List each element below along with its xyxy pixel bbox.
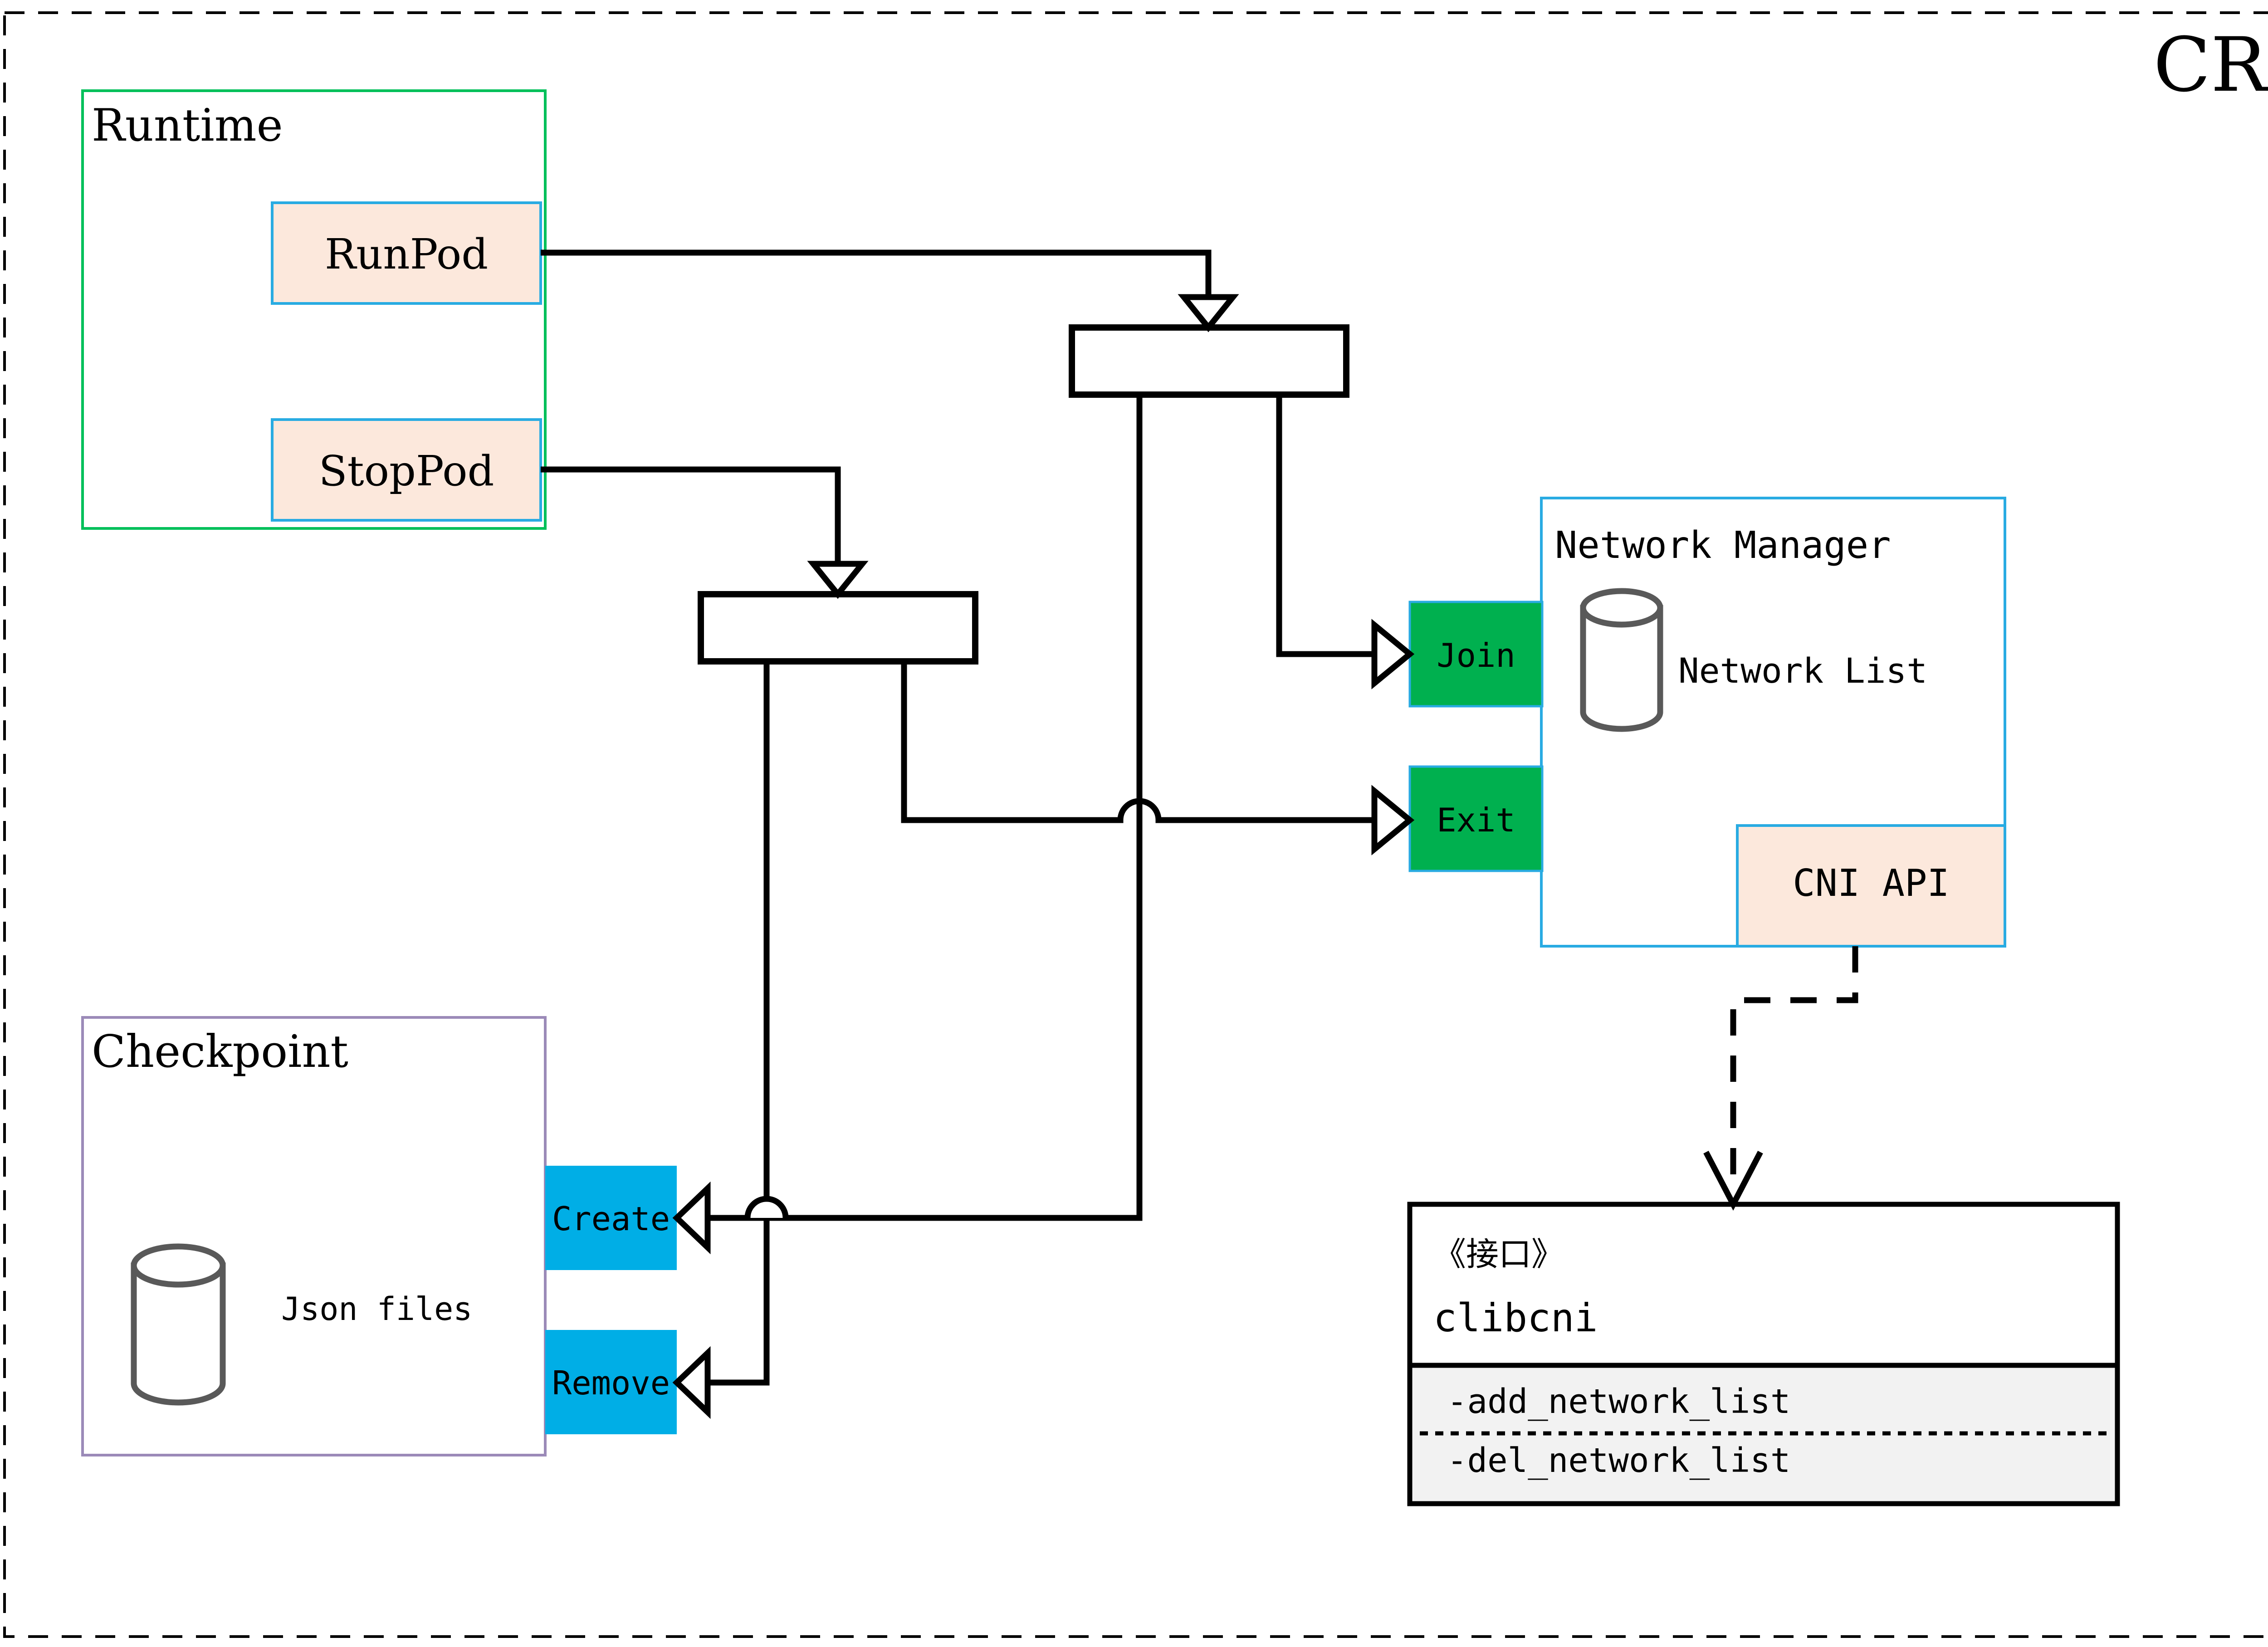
op-create[interactable]: [545, 1166, 677, 1270]
edge-fork-upper-left-to-create: [708, 395, 1143, 1221]
arrowhead-stoppod-fork: [807, 561, 869, 599]
arrowhead-clibcni: [1703, 1150, 1763, 1211]
fork-bar-lower: [698, 591, 978, 665]
box-cni-api-label: CNI API: [1793, 862, 1950, 905]
database-cylinder-icon: [131, 1243, 226, 1406]
network-list-cylinder-icon: [1580, 588, 1663, 732]
group-runtime: [81, 89, 547, 530]
port-join[interactable]: [1408, 601, 1544, 708]
arrowhead-join: [1371, 619, 1415, 689]
interface-name: clibcni: [1433, 1295, 1598, 1341]
group-checkpoint-label: Checkpoint: [92, 1026, 348, 1078]
op-remove[interactable]: [545, 1330, 677, 1434]
op-create-label: Create: [552, 1200, 670, 1238]
interface-stereotype: 《接口》: [1433, 1235, 1564, 1273]
edge-runpod-to-fork: [541, 249, 1212, 299]
edge-fork-lower-right-to-exit: [901, 661, 1374, 823]
box-cni-api[interactable]: [1736, 824, 2006, 948]
page-title: CRI: [2153, 21, 2268, 108]
port-join-label: Join: [1437, 636, 1515, 674]
interface-method-add: -add_network_list: [1447, 1382, 1790, 1421]
arrowhead-create: [672, 1181, 711, 1255]
group-runtime-label: Runtime: [92, 100, 283, 152]
edge-fork-lower-left-to-remove: [708, 661, 770, 1386]
fork-bar-upper: [1069, 324, 1349, 398]
network-list-label: Network List: [1678, 650, 1927, 691]
interface-method-del: -del_network_list: [1447, 1441, 1790, 1480]
op-runpod[interactable]: [271, 201, 542, 305]
arrowhead-runpod-fork: [1178, 294, 1239, 332]
outer-frame: [3, 11, 2268, 1638]
arrowhead-exit: [1371, 785, 1415, 855]
port-exit-label: Exit: [1437, 801, 1515, 839]
line-hop-create: [744, 1196, 789, 1218]
port-exit[interactable]: [1408, 765, 1544, 872]
group-network-manager-label: Network Manager: [1555, 524, 1891, 567]
edge-stoppod-to-fork: [541, 466, 841, 566]
edge-cniapi-to-clibcni: [1730, 946, 1858, 1178]
arrowhead-remove: [672, 1346, 711, 1419]
op-stoppod[interactable]: [271, 418, 542, 522]
op-runpod-label: RunPod: [325, 230, 488, 279]
checkpoint-store-label: Json files: [281, 1290, 472, 1328]
edge-fork-upper-right-to-join: [1276, 395, 1374, 657]
op-stoppod-label: StopPod: [319, 447, 494, 495]
op-remove-label: Remove: [552, 1364, 670, 1402]
